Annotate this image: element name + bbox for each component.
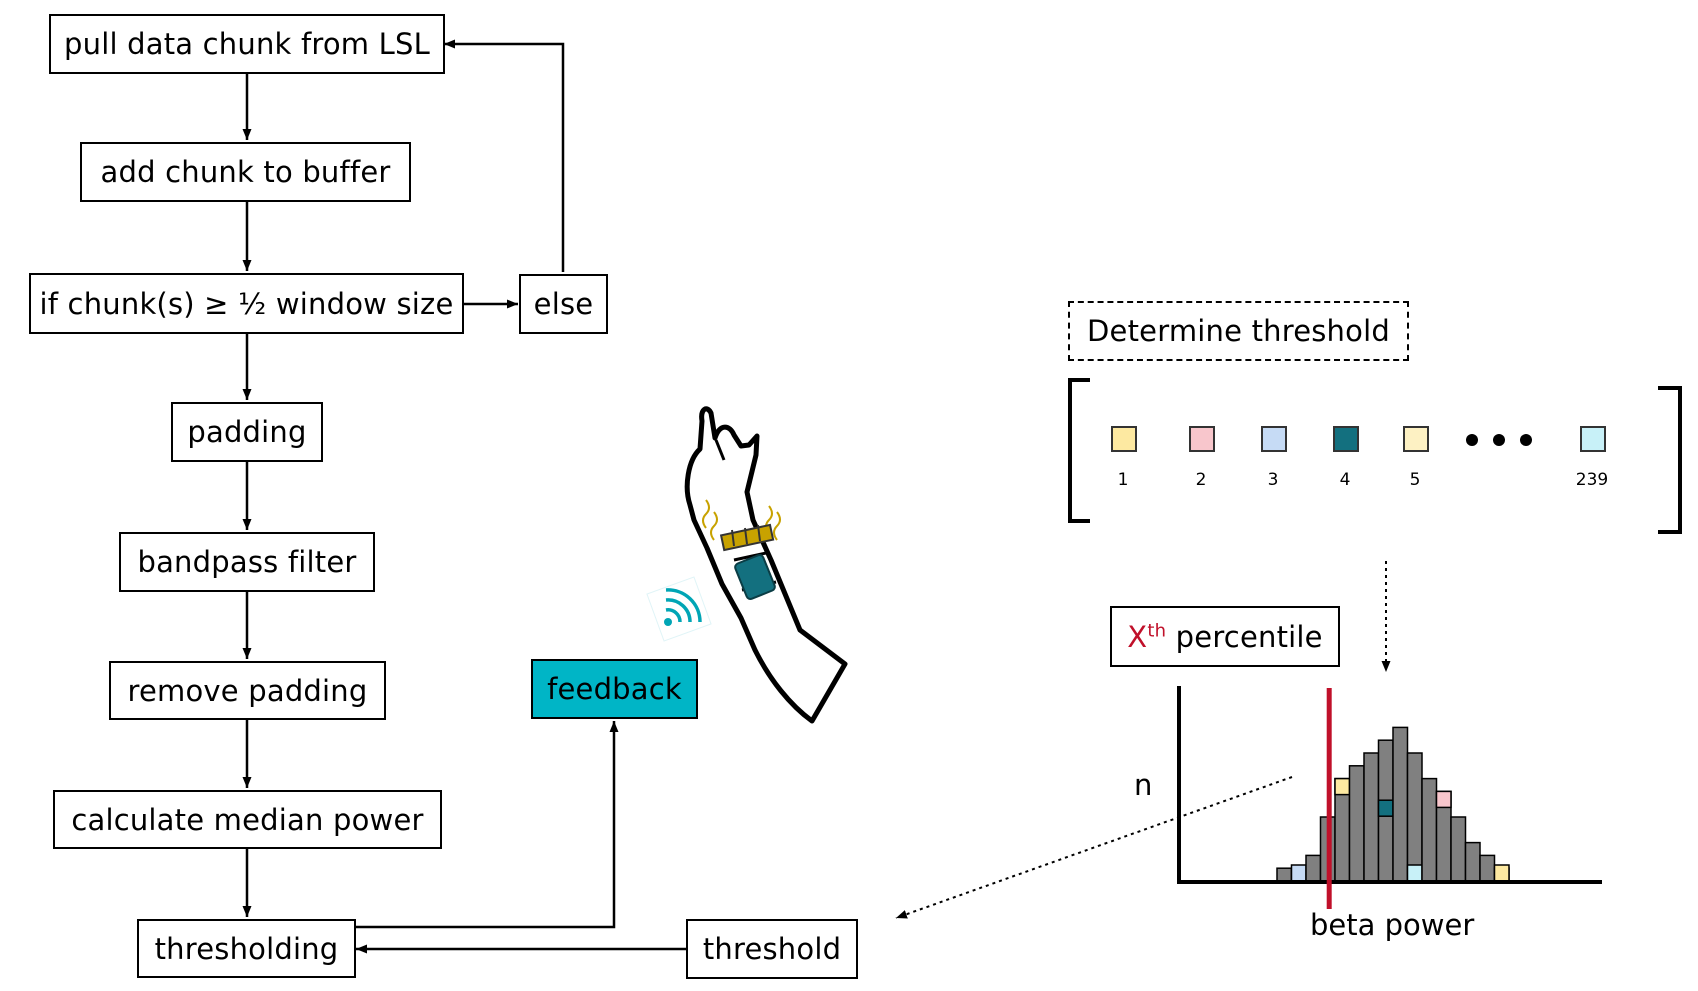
- feedback-box: feedback: [531, 659, 698, 719]
- median-power-box: calculate median power: [53, 790, 442, 849]
- percentile-box: Xth percentile: [1110, 606, 1340, 667]
- dotted-arrow-to-threshold: [895, 776, 1293, 919]
- window-item-5-square: [1403, 426, 1429, 452]
- arrow-thresholding-to-feedback: [356, 721, 619, 929]
- padding-box: padding: [171, 402, 323, 462]
- finger-line: [714, 439, 726, 461]
- bandpass-filter-box: bandpass filter: [119, 532, 375, 592]
- histogram-bar: [1392, 726, 1409, 882]
- histogram-bar: [1276, 867, 1293, 882]
- histogram-bar: [1450, 816, 1467, 882]
- histogram-bar: [1406, 752, 1423, 882]
- threshold-box: threshold: [686, 919, 858, 979]
- histogram-bar: [1348, 765, 1365, 882]
- histogram-bar: [1479, 854, 1496, 882]
- if-chunk-box: if chunk(s) ≥ ½ window size: [29, 273, 464, 334]
- window-item-6-label: 239: [1575, 470, 1609, 490]
- right-bracket: [1658, 386, 1682, 534]
- highlighted-window-marker: [1290, 864, 1307, 882]
- else-box: else: [519, 274, 608, 334]
- remove-padding-box: remove padding: [109, 661, 386, 720]
- determine-threshold-box: Determine threshold: [1068, 301, 1409, 361]
- percentile-x: Xth: [1127, 619, 1167, 654]
- highlighted-window-marker: [1377, 799, 1394, 817]
- pull-data-box: pull data chunk from LSL: [49, 14, 445, 74]
- histogram-bar: [1464, 841, 1481, 882]
- highlighted-window-marker: [1406, 864, 1423, 882]
- highlighted-window-marker: [1435, 790, 1452, 809]
- histogram-bar: [1305, 854, 1322, 882]
- wristband-device: [719, 523, 777, 601]
- flow-connectors: [242, 39, 686, 954]
- window-item-4-square: [1333, 426, 1359, 452]
- ellipsis-dots: [1466, 434, 1532, 446]
- window-item-2-label: 2: [1195, 470, 1207, 490]
- highlighted-window-marker: [1334, 777, 1351, 796]
- window-item-3-square: [1261, 426, 1287, 452]
- percentile-label: percentile: [1166, 619, 1323, 654]
- x-axis-label: beta power: [1310, 908, 1475, 942]
- left-bracket: [1068, 378, 1090, 523]
- highlighted-window-marker: [1493, 864, 1510, 882]
- arm-illustration: [646, 406, 848, 724]
- thresholding-box: thresholding: [137, 919, 356, 978]
- window-item-3-label: 3: [1267, 470, 1279, 490]
- window-item-6-square: [1580, 426, 1606, 452]
- window-item-2-square: [1189, 426, 1215, 452]
- arrow-else-to-pull: [444, 39, 565, 272]
- wifi-icon: [646, 576, 712, 642]
- window-item-4-label: 4: [1339, 470, 1351, 490]
- y-axis-label: n: [1134, 768, 1153, 802]
- window-item-5-label: 5: [1409, 470, 1421, 490]
- histogram: [1276, 726, 1510, 882]
- add-chunk-box: add chunk to buffer: [80, 142, 411, 202]
- histogram-bar: [1421, 777, 1438, 882]
- window-item-1-label: 1: [1117, 470, 1129, 490]
- histogram-bar: [1363, 752, 1380, 882]
- window-item-1-square: [1111, 426, 1137, 452]
